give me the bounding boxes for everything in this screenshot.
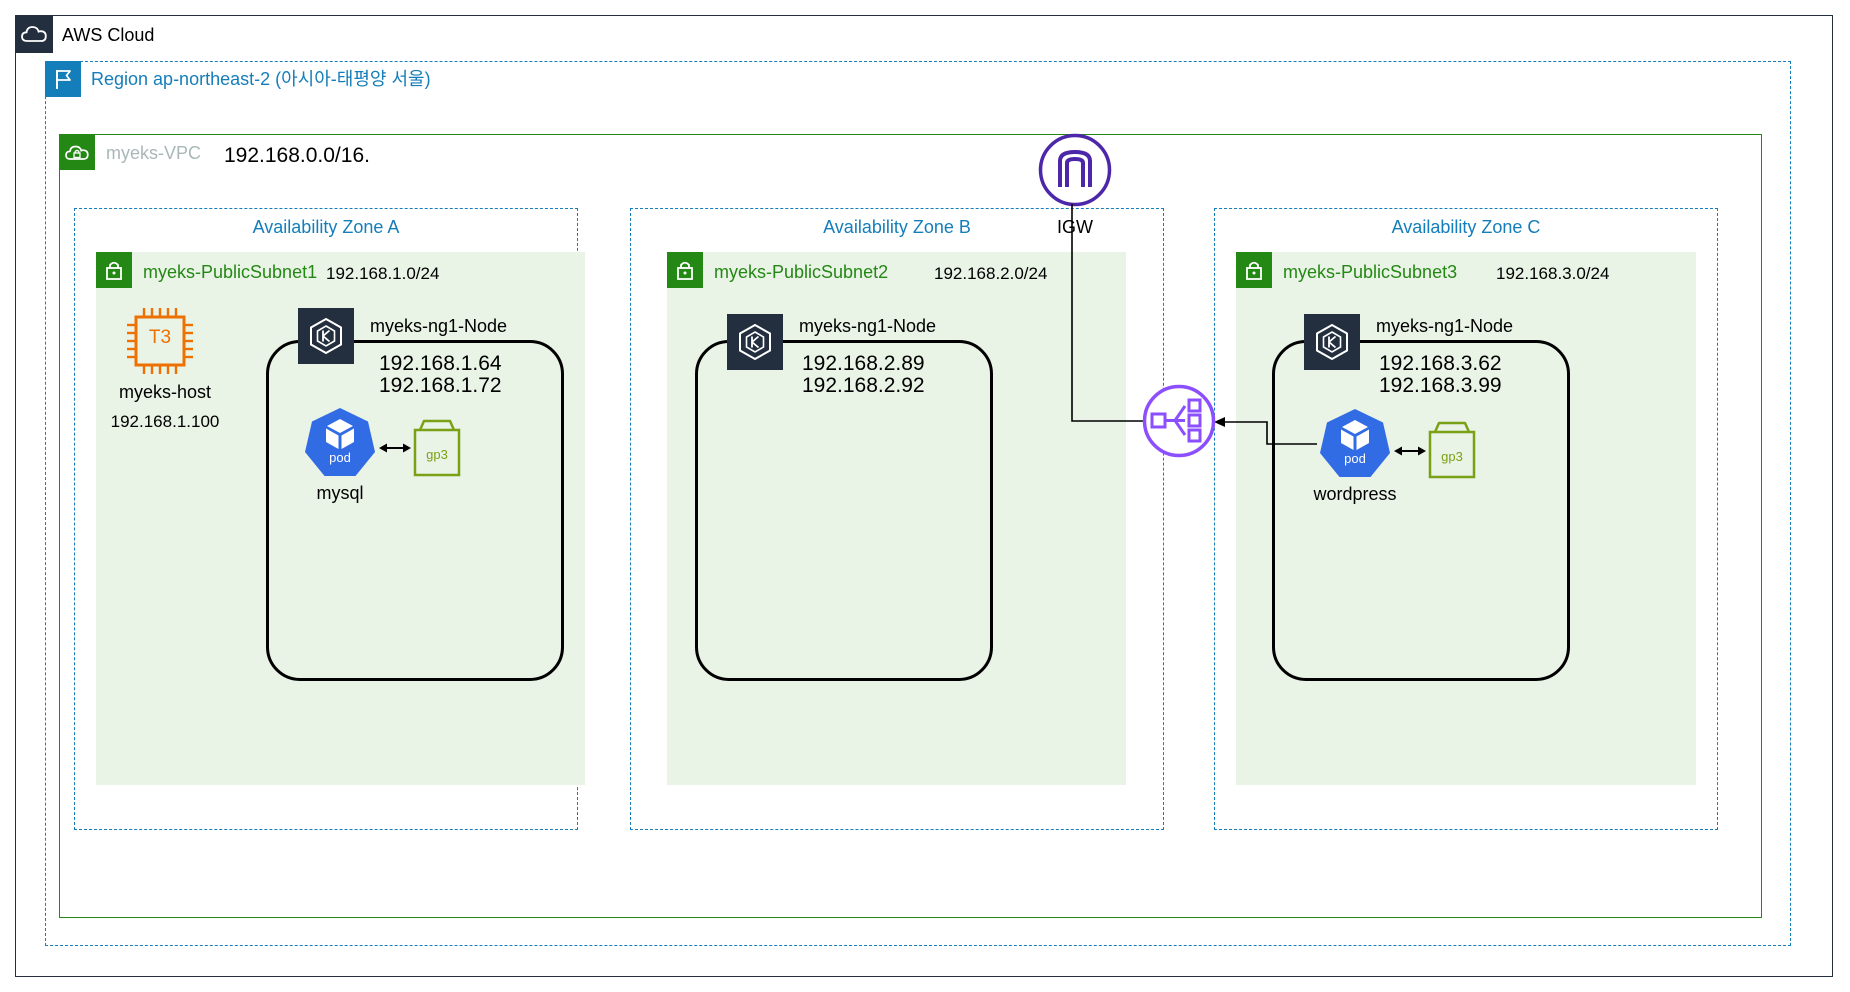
node-a-label: myeks-ng1-Node (370, 316, 508, 336)
availability-zone-b (630, 208, 1164, 830)
eks-icon (298, 308, 354, 364)
subnet-lock-icon (96, 252, 132, 288)
availability-zone-a-label: Availability Zone A (252, 217, 400, 237)
pod-icon (302, 405, 378, 479)
subnet-lock-icon (1236, 252, 1272, 288)
availability-zone-c-label: Availability Zone C (1391, 217, 1541, 237)
public-subnet-3-cidr: 192.168.3.0/24 (1496, 264, 1610, 283)
node-a-ips: 192.168.1.64 192.168.1.72 (379, 352, 502, 397)
internet-gateway-icon (1038, 133, 1112, 207)
pod-icon-label: pod (1344, 451, 1366, 466)
node-group-b (695, 340, 993, 681)
ebs-volume-label: gp3 (426, 447, 448, 462)
pod-icon-label: pod (329, 450, 351, 465)
aws-cloud-label: AWS Cloud (62, 25, 155, 45)
host-name: myeks-host (118, 382, 212, 402)
vpc-group (59, 134, 1762, 918)
pod-wordpress-label: wordpress (1313, 484, 1397, 504)
region-label: Region ap-northeast-2 (아시아-태평양 서울) (91, 69, 431, 89)
public-subnet-3-label: myeks-PublicSubnet3 (1283, 262, 1458, 282)
node-group-a (266, 340, 564, 681)
public-subnet-2-label: myeks-PublicSubnet2 (714, 262, 889, 282)
ebs-volume-icon (412, 418, 462, 478)
pod-icon (1317, 406, 1393, 480)
availability-zone-b-label: Availability Zone B (823, 217, 971, 237)
public-subnet-1-label: myeks-PublicSubnet1 (143, 262, 318, 282)
cloud-icon (15, 15, 53, 53)
public-subnet-1-cidr: 192.168.1.0/24 (326, 264, 440, 283)
node-b-ips: 192.168.2.89 192.168.2.92 (802, 352, 925, 397)
load-balancer-icon (1142, 384, 1216, 458)
eks-icon (727, 314, 783, 370)
pod-mysql-label: mysql (316, 483, 364, 503)
igw-label: IGW (1057, 217, 1093, 237)
ebs-volume-icon (1427, 420, 1477, 480)
vpc-icon (59, 134, 95, 170)
pod-volume-connector (1393, 443, 1427, 459)
vpc-cidr: 192.168.0.0/16. (224, 144, 370, 167)
vpc-label: myeks-VPC (106, 143, 202, 163)
subnet-lock-icon (667, 252, 703, 288)
pod-volume-connector (378, 440, 412, 456)
ec2-t3-instance-icon (124, 305, 196, 377)
node-c-label: myeks-ng1-Node (1376, 316, 1514, 336)
node-c-ips: 192.168.3.62 192.168.3.99 (1379, 352, 1502, 397)
aws-cloud-group (15, 15, 1833, 977)
region-group (45, 61, 1791, 946)
node-b-label: myeks-ng1-Node (799, 316, 937, 336)
availability-zone-c (1214, 208, 1718, 830)
host-ip: 192.168.1.100 (110, 412, 220, 431)
ebs-volume-label: gp3 (1441, 449, 1463, 464)
region-flag-icon (45, 61, 81, 97)
ec2-instance-type: T3 (148, 327, 172, 348)
connector-lines (1068, 204, 1330, 454)
node-group-c (1272, 340, 1570, 681)
eks-icon (1304, 314, 1360, 370)
public-subnet-2-cidr: 192.168.2.0/24 (934, 264, 1048, 283)
